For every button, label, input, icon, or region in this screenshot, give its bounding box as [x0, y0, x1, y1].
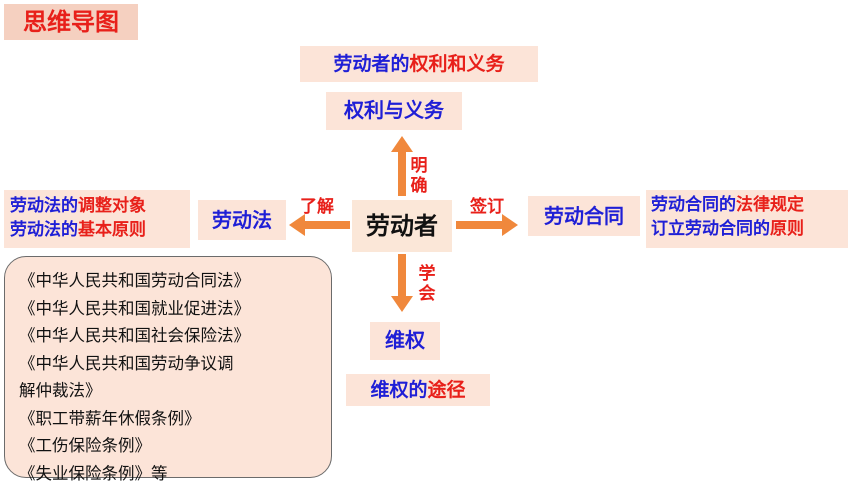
edge-label-top: 明确: [409, 156, 429, 196]
left-note2-red: 基本原则: [78, 220, 146, 240]
center-node: 劳动者: [352, 200, 452, 252]
right-note1-plain: 劳动合同的: [651, 195, 736, 215]
right-note1-red: 法律规定: [736, 195, 804, 215]
edge-label-left: 了解: [300, 197, 334, 217]
bottom-note-red: 途径: [428, 379, 466, 401]
left-note2-plain: 劳动法的: [10, 220, 78, 240]
bottom-note: 维权的途径: [346, 374, 490, 406]
edge-label-bottom: 学会: [417, 264, 437, 304]
edge-label-right: 签订: [470, 197, 504, 217]
top-node: 权利与义务: [326, 92, 462, 130]
arrow-right: [456, 214, 518, 236]
law-item: 《中华人民共和国劳动争议调: [19, 350, 325, 378]
bottom-note-plain: 维权的: [370, 379, 427, 401]
left-note: 劳动法的调整对象 劳动法的基本原则: [4, 190, 190, 248]
law-item: 《职工带薪年休假条例》: [19, 405, 325, 433]
law-item: 《失业保险条例》等: [19, 460, 325, 487]
top-note-plain: 劳动者的: [333, 53, 409, 75]
right-note2-red: 原则: [770, 219, 804, 239]
right-note2-plain: 订立劳动合同的: [651, 219, 770, 239]
law-item: 解仲裁法》: [19, 377, 325, 405]
right-note: 劳动合同的法律规定 订立劳动合同的原则: [646, 190, 848, 248]
arrow-left: [289, 214, 350, 236]
bottom-node: 维权: [370, 322, 440, 360]
right-node: 劳动合同: [528, 196, 640, 236]
law-item: 《中华人民共和国劳动合同法》: [19, 267, 325, 295]
left-note1-red: 调整对象: [78, 196, 146, 216]
law-item: 《中华人民共和国就业促进法》: [19, 295, 325, 323]
laws-list: 《中华人民共和国劳动合同法》 《中华人民共和国就业促进法》 《中华人民共和国社会…: [4, 256, 332, 478]
arrow-down: [391, 254, 413, 312]
left-note1-plain: 劳动法的: [10, 196, 78, 216]
law-item: 《中华人民共和国社会保险法》: [19, 322, 325, 350]
top-note-red: 权利和义务: [410, 53, 505, 75]
top-note: 劳动者的权利和义务: [300, 46, 538, 82]
law-item: 《工伤保险条例》: [19, 432, 325, 460]
left-node: 劳动法: [198, 200, 286, 240]
